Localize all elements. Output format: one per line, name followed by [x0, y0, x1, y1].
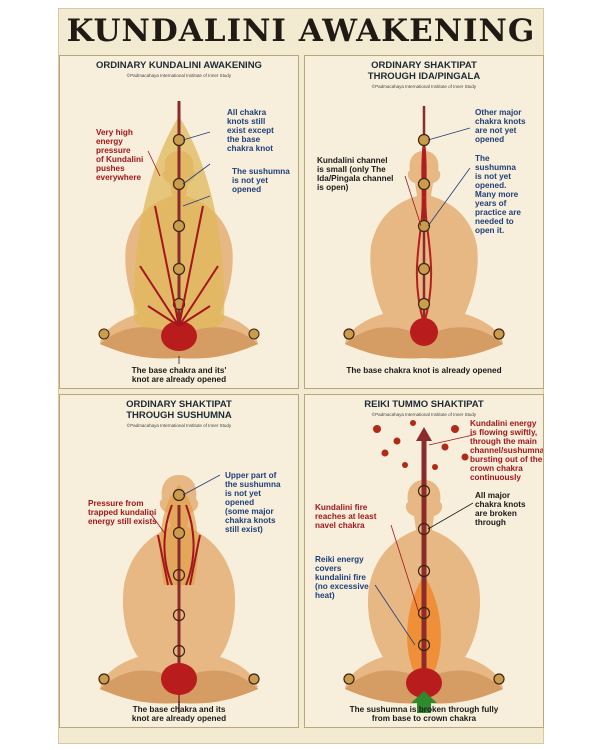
meditating-figure-illustration	[98, 101, 260, 364]
note-other-chakra-knots: Other major chakra knots are not yet ope…	[475, 108, 526, 144]
credit-text: ©Padmacahaya International Institute of …	[126, 423, 232, 428]
note-chakra-knots-broken: All major chakra knots are broken throug…	[475, 491, 526, 527]
panel-title: ORDINARY SHAKTIPAT THROUGH SUSHUMNA	[126, 399, 232, 421]
panel-reiki-tummo-shaktipat: REIKI TUMMO SHAKTIPAT ©Padmacahaya Inter…	[304, 394, 544, 728]
note-kundalini-channel: Kundalini channel is small (only The Ida…	[317, 156, 394, 192]
poster: KUNDALINI AWAKENING	[58, 8, 544, 744]
credit-text: ©Padmacahaya International Institute of …	[126, 73, 232, 78]
note-kundalini-flowing: Kundalini energy is flowing swiftly, thr…	[470, 419, 544, 482]
note-base-chakra: The base chakra and its' knot are alread…	[131, 366, 227, 384]
meditating-figure-illustration	[98, 474, 260, 713]
note-kundalini-fire: Kundalini fire reaches at least navel ch…	[315, 503, 377, 530]
note-energy-pressure: Very high energy pressure of Kundalini p…	[96, 128, 144, 182]
note-upper-sushumna: Upper part of the sushumna is not yet op…	[225, 471, 281, 534]
panel-shaktipat-ida-pingala: ORDINARY SHAKTIPAT THROUGH IDA/PINGALA ©…	[304, 55, 544, 389]
note-sushumna-not-opened: The sushumna is not yet opened	[232, 167, 290, 194]
panel-title: REIKI TUMMO SHAKTIPAT	[364, 399, 484, 410]
note-sushumna-not-opened: The sushumna is not yet opened. Many mor…	[475, 154, 521, 235]
panel-shaktipat-sushumna: ORDINARY SHAKTIPAT THROUGH SUSHUMNA ©Pad…	[59, 394, 299, 728]
note-chakra-knots: All chakra knots still exist except the …	[227, 108, 274, 153]
panel-title: ORDINARY KUNDALINI AWAKENING	[96, 60, 262, 71]
credit-text: ©Padmacahaya International Institute of …	[371, 412, 477, 417]
meditating-figure-illustration	[343, 106, 505, 359]
note-sushumna-broken: The sushumna is broken through fully fro…	[349, 705, 499, 723]
credit-text: ©Padmacahaya International Institute of …	[371, 84, 477, 89]
panel-ordinary-kundalini-awakening: ORDINARY KUNDALINI AWAKENING ©Padmacahay…	[59, 55, 299, 389]
note-reiki-energy: Reiki energy covers kundalini fire (no e…	[315, 555, 369, 600]
note-base-chakra: The base chakra and its knot are already…	[131, 705, 227, 723]
poster-title: KUNDALINI AWAKENING	[66, 13, 536, 49]
note-base-chakra-knot: The base chakra knot is already opened	[346, 366, 502, 375]
panel-title: ORDINARY SHAKTIPAT THROUGH IDA/PINGALA	[367, 60, 481, 82]
note-trapped-pressure: Pressure from trapped kundalini energy s…	[88, 499, 157, 526]
meditating-figure-illustration	[343, 420, 505, 713]
